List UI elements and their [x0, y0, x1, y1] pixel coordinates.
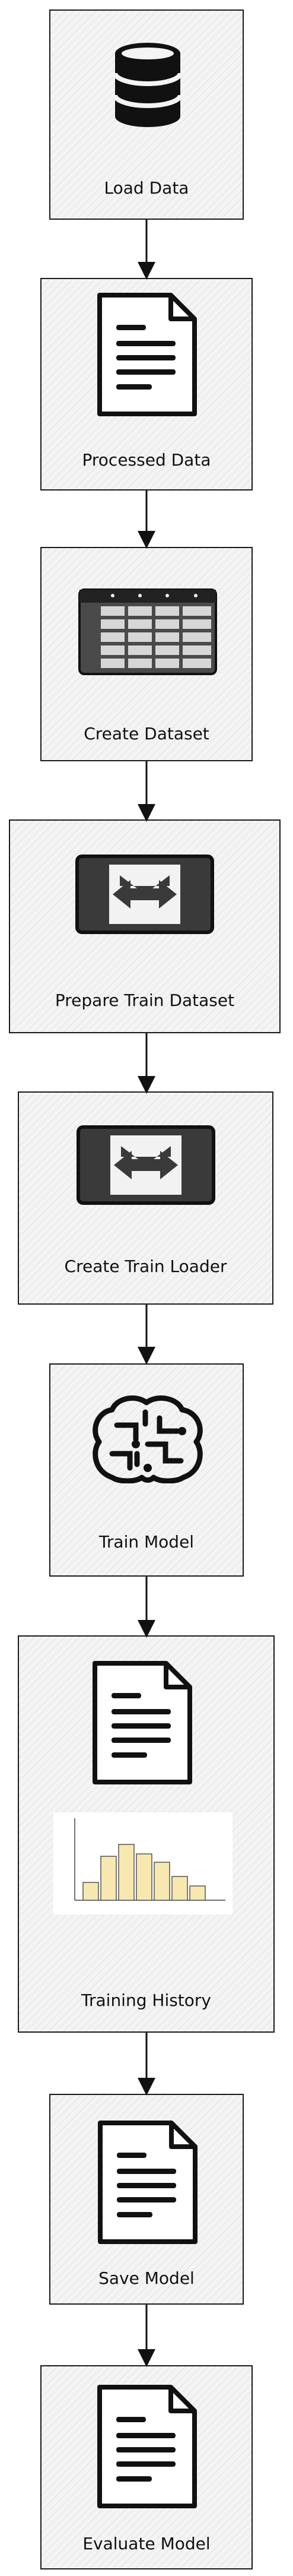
step-label: Evaluate Model — [82, 2534, 211, 2553]
histogram-icon — [53, 1812, 233, 1914]
step-train-model[interactable]: Train Model — [49, 1363, 244, 1577]
step-processed-data[interactable]: Processed Data — [40, 278, 253, 490]
document-icon — [94, 2120, 201, 2246]
step-training-history[interactable]: Training History — [18, 1635, 275, 2033]
transfer-arrows-icon — [74, 853, 216, 936]
step-label: Prepare Train Dataset — [55, 990, 235, 1010]
step-evaluate-model[interactable]: Evaluate Model — [40, 2365, 253, 2569]
step-label: Training History — [81, 1990, 211, 2010]
document-icon — [89, 1660, 196, 1786]
step-label: Create Train Loader — [64, 1257, 227, 1276]
step-load-data[interactable]: Load Data — [49, 10, 244, 220]
document-icon — [94, 292, 200, 418]
step-label: Create Dataset — [84, 724, 209, 743]
spreadsheet-icon — [78, 588, 217, 675]
step-create-train-loader[interactable]: Create Train Loader — [18, 1091, 273, 1305]
step-save-model[interactable]: Save Model — [49, 2094, 244, 2305]
transfer-arrows-icon — [75, 1124, 217, 1207]
document-icon — [94, 2384, 200, 2510]
step-label: Train Model — [98, 1532, 195, 1552]
step-label: Save Model — [98, 2268, 195, 2288]
step-label: Load Data — [104, 178, 189, 198]
step-prepare-train-dataset[interactable]: Prepare Train Dataset — [9, 819, 281, 1033]
step-label: Processed Data — [82, 450, 211, 470]
brain-icon — [93, 1395, 203, 1483]
database-icon — [113, 43, 183, 127]
